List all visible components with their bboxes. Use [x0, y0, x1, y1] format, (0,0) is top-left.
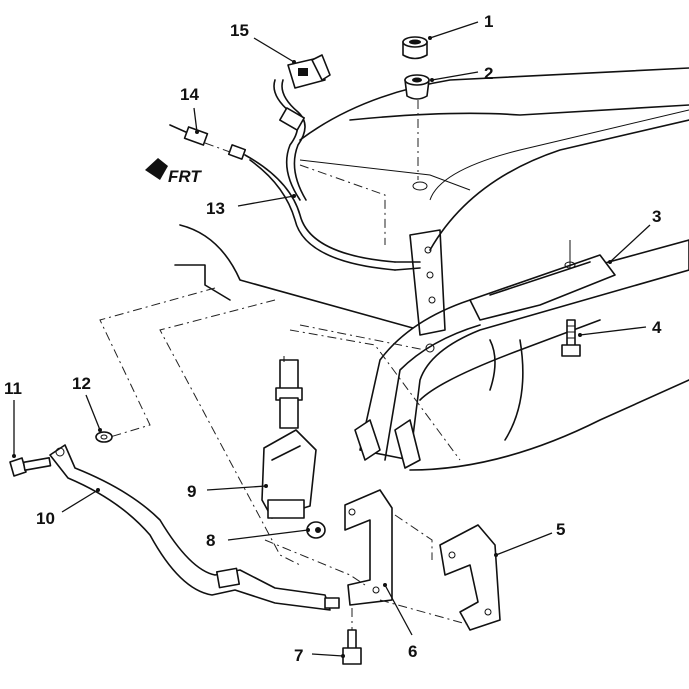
callout-label-2: 2 [484, 64, 493, 83]
callout-6: 6 [384, 584, 417, 661]
callout-10: 10 [36, 489, 99, 528]
callout-7: 7 [294, 646, 344, 665]
callout-label-4: 4 [652, 318, 662, 337]
callout-label-7: 7 [294, 646, 303, 665]
part-4-bolt [561, 319, 581, 357]
callout-5: 5 [495, 520, 565, 556]
callout-dots [12, 36, 612, 658]
part-9-sensor [261, 356, 317, 519]
callout-8: 8 [206, 529, 309, 550]
part-13-harness [244, 79, 421, 271]
callout-3: 3 [609, 207, 661, 263]
part-7-bolt [342, 608, 362, 665]
callout-12: 12 [72, 374, 101, 431]
front-direction-indicator: FRT [145, 158, 202, 186]
callout-9: 9 [187, 482, 267, 501]
callout-label-11: 11 [4, 379, 22, 398]
callout-14: 14 [180, 85, 199, 133]
callout-4: 4 [579, 318, 662, 337]
front-arrow-icon [145, 158, 168, 180]
front-label: FRT [168, 167, 202, 186]
callout-2: 2 [431, 64, 493, 83]
callout-15: 15 [230, 21, 295, 63]
callout-label-14: 14 [180, 85, 199, 104]
callout-label-5: 5 [556, 520, 565, 539]
part-1-grommet [402, 36, 428, 60]
callout-label-6: 6 [408, 642, 417, 661]
callout-label-9: 9 [187, 482, 196, 501]
part-11-bolt [9, 457, 52, 477]
callout-label-10: 10 [36, 509, 55, 528]
frame-rail [354, 229, 689, 471]
callout-label-3: 3 [652, 207, 661, 226]
callout-11: 11 [4, 379, 22, 456]
part-2-grommet [404, 74, 430, 180]
callout-label-12: 12 [72, 374, 91, 393]
callout-13: 13 [206, 195, 295, 218]
body-panel [174, 67, 689, 331]
callout-1: 1 [429, 12, 493, 39]
part-14-plug [169, 124, 247, 160]
part-15-connector [287, 54, 331, 89]
callout-label-1: 1 [484, 12, 493, 31]
part-5-bracket [439, 524, 501, 631]
part-3-bracket-bar [469, 240, 616, 321]
assembly-lines [99, 287, 471, 626]
part-10-cable [49, 444, 340, 611]
part-12-washer [95, 431, 113, 443]
callout-label-13: 13 [206, 199, 225, 218]
callout-label-8: 8 [206, 531, 215, 550]
part-6-bracket [344, 489, 433, 606]
callout-label-15: 15 [230, 21, 249, 40]
